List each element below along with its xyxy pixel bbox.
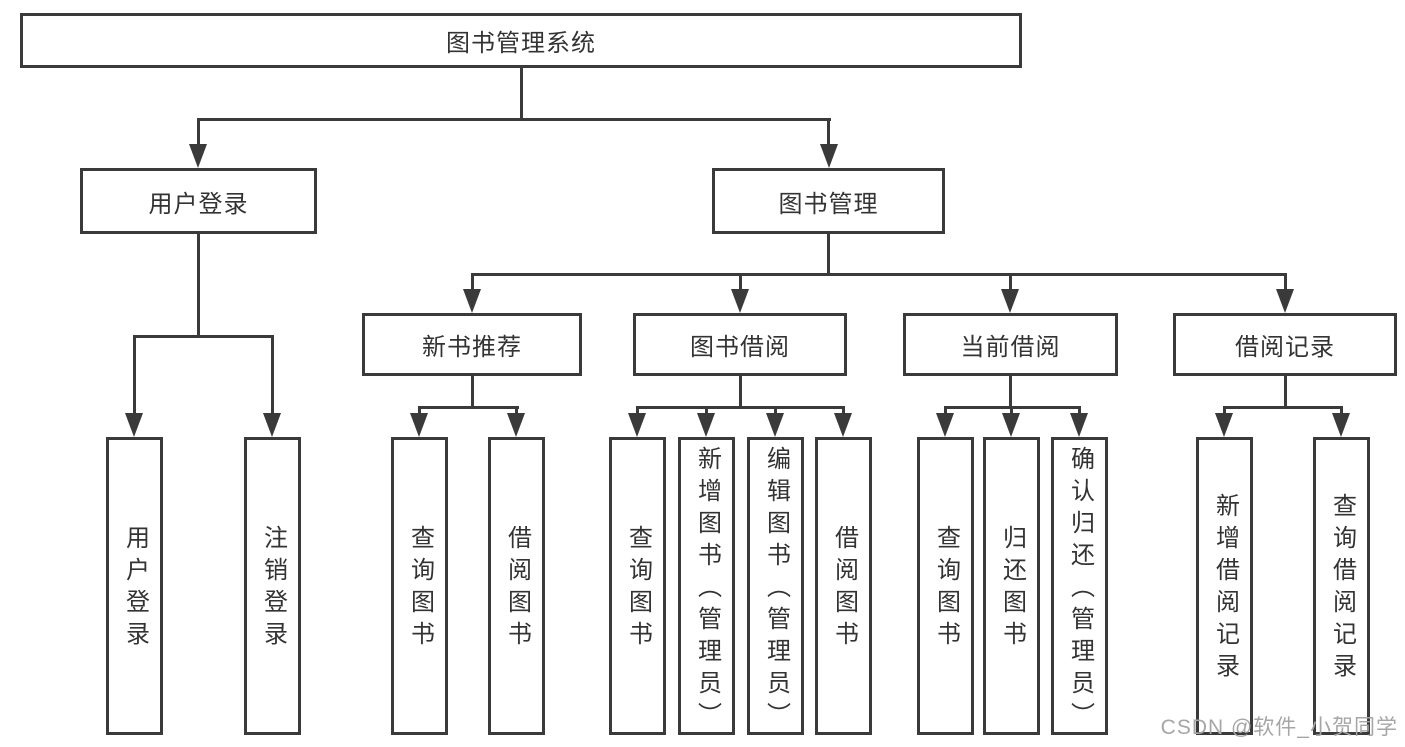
connector-line (705, 406, 708, 416)
connector-line (1009, 273, 1012, 293)
node-new-book-recommendation: 新书推荐 (362, 313, 582, 376)
connector-line (418, 406, 519, 409)
leaf-current-return-books: 归还图书 (983, 437, 1040, 735)
leaf-borrow-add-books-admin: 新增图书（管理员） (678, 437, 735, 735)
connector-line (197, 118, 831, 121)
arrow-down-icon (820, 144, 838, 168)
arrow-down-icon (834, 413, 852, 437)
connector-line (1284, 376, 1287, 406)
leaf-records-query-record: 查询借阅记录 (1313, 437, 1370, 735)
arrow-down-icon (410, 413, 428, 437)
arrow-down-icon (1070, 413, 1088, 437)
leaf-borrow-query-books: 查询图书 (609, 437, 666, 735)
leaf-recommend-query-books: 查询图书 (391, 437, 448, 735)
connector-line (418, 406, 421, 416)
arrow-down-icon (1332, 413, 1350, 437)
connector-line (944, 406, 947, 416)
arrow-down-icon (936, 413, 954, 437)
arrow-down-icon (1001, 289, 1019, 313)
connector-line (827, 234, 830, 273)
connector-line (739, 273, 742, 293)
node-current-borrowing: 当前借阅 (903, 313, 1118, 376)
connector-line (636, 406, 639, 416)
connector-line (471, 376, 474, 406)
connector-line (133, 335, 136, 415)
connector-line (774, 406, 777, 416)
arrow-down-icon (1002, 413, 1020, 437)
arrow-down-icon (1276, 289, 1294, 313)
leaf-user-login: 用户登录 (106, 437, 163, 735)
connector-line (520, 68, 523, 118)
connector-line (842, 406, 845, 416)
connector-line (197, 118, 200, 146)
arrow-down-icon (263, 413, 281, 437)
leaf-records-add-record: 新增借阅记录 (1196, 437, 1253, 735)
arrow-down-icon (1215, 413, 1233, 437)
connector-line (636, 406, 845, 409)
arrow-down-icon (697, 413, 715, 437)
arrow-down-icon (189, 144, 207, 168)
arrow-down-icon (731, 289, 749, 313)
connector-line (827, 118, 830, 146)
leaf-recommend-borrow-books: 借阅图书 (488, 437, 545, 735)
arrow-down-icon (628, 413, 646, 437)
connector-line (471, 273, 1285, 276)
connector-line (1340, 406, 1343, 416)
arrow-down-icon (125, 413, 143, 437)
node-borrowing-records: 借阅记录 (1173, 313, 1397, 376)
connector-line (515, 406, 518, 416)
connector-line (197, 234, 200, 335)
connector-line (1223, 406, 1343, 409)
connector-line (1284, 273, 1287, 293)
node-user-login: 用户登录 (80, 168, 317, 234)
connector-line (1010, 406, 1013, 416)
node-book-borrowing: 图书借阅 (633, 313, 847, 376)
csdn-watermark: CSDN @软件_小贺同学 (1160, 716, 1398, 739)
connector-line (739, 376, 742, 406)
arrow-down-icon (463, 289, 481, 313)
arrow-down-icon (507, 413, 525, 437)
connector-line (133, 335, 274, 338)
leaf-logout: 注销登录 (244, 437, 301, 735)
leaf-borrow-edit-books-admin: 编辑图书（管理员） (747, 437, 804, 735)
connector-line (1078, 406, 1081, 416)
leaf-current-query-books: 查询图书 (917, 437, 974, 735)
connector-line (271, 335, 274, 415)
connector-line (471, 273, 474, 293)
arrow-down-icon (766, 413, 784, 437)
leaf-borrow-borrow-books: 借阅图书 (815, 437, 872, 735)
connector-line (1009, 376, 1012, 406)
node-library-system: 图书管理系统 (20, 13, 1022, 68)
connector-line (1223, 406, 1226, 416)
leaf-current-confirm-return-admin: 确认归还（管理员） (1051, 437, 1108, 735)
node-book-management: 图书管理 (712, 168, 945, 234)
